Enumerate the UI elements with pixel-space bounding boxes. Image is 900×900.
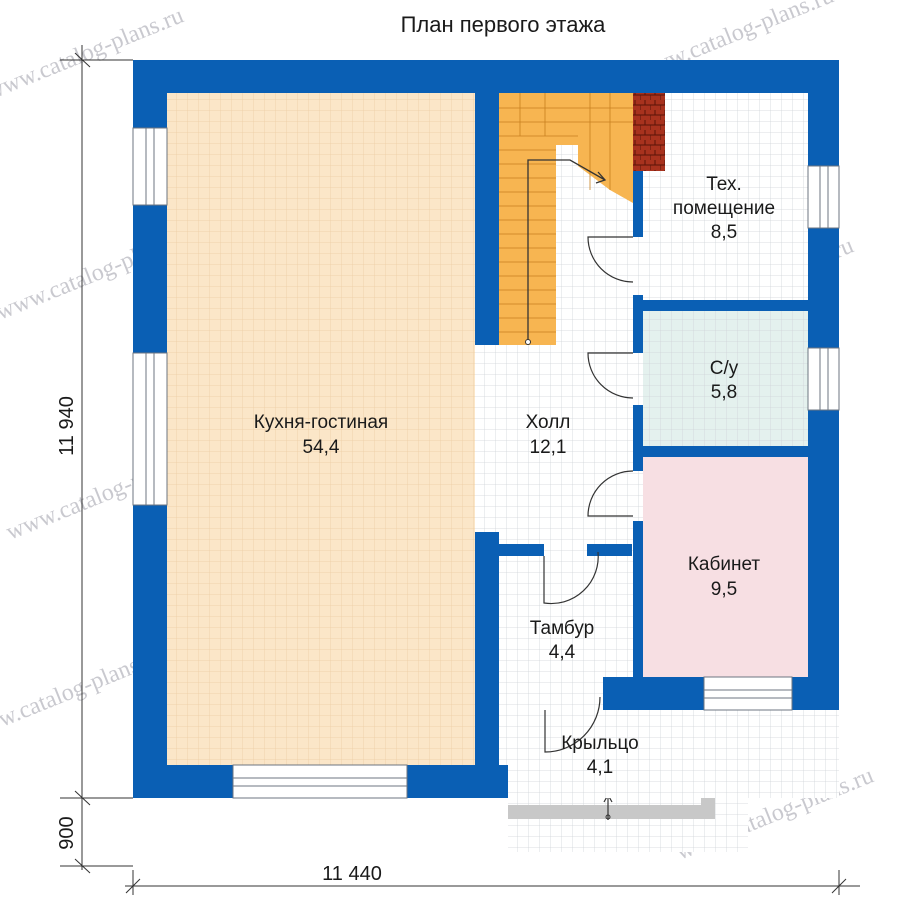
door-wc bbox=[587, 352, 634, 399]
walls bbox=[133, 60, 839, 798]
door-entrance bbox=[544, 696, 601, 753]
room-name-tech-line1: Тех. bbox=[706, 174, 741, 195]
window-glass-lines bbox=[145, 128, 829, 787]
dimension-height-total: 11 940 bbox=[56, 396, 78, 456]
room-name-hall: Холл bbox=[526, 412, 571, 433]
chimney-right bbox=[633, 93, 665, 171]
door-cabinet bbox=[587, 470, 634, 517]
room-name-cabinet: Кабинет bbox=[688, 554, 761, 575]
room-area-cabinet: 9,5 bbox=[711, 579, 737, 600]
room-labels: Кухня-гостиная 54,4 Холл 12,1 Тех. помещ… bbox=[254, 174, 775, 778]
room-name-vestibule: Тамбур bbox=[530, 618, 595, 639]
room-area-hall: 12,1 bbox=[530, 437, 567, 458]
room-name-kitchen: Кухня-гостиная bbox=[254, 412, 388, 433]
dimension-lines bbox=[60, 45, 860, 895]
room-area-tech: 8,5 bbox=[711, 222, 737, 243]
room-area-wc: 5,8 bbox=[711, 382, 737, 403]
dimension-porch-offset: 900 bbox=[56, 816, 78, 849]
windows bbox=[132, 127, 840, 799]
room-name-tech-line2: помещение bbox=[673, 198, 775, 219]
dimension-width-total: 11 440 bbox=[322, 863, 382, 885]
staircase bbox=[499, 93, 633, 345]
room-area-vestibule: 4,4 bbox=[549, 642, 576, 663]
door-vestibule bbox=[543, 551, 599, 605]
doors bbox=[543, 236, 634, 753]
cabinet-floor bbox=[643, 457, 808, 677]
room-name-wc: С/у bbox=[710, 358, 739, 379]
room-area-porch: 4,1 bbox=[587, 757, 613, 778]
room-name-porch: Крыльцо bbox=[561, 733, 639, 754]
room-area-kitchen: 54,4 bbox=[303, 437, 340, 458]
door-tech bbox=[587, 236, 634, 283]
plan-title: План первого этажа bbox=[401, 12, 607, 37]
